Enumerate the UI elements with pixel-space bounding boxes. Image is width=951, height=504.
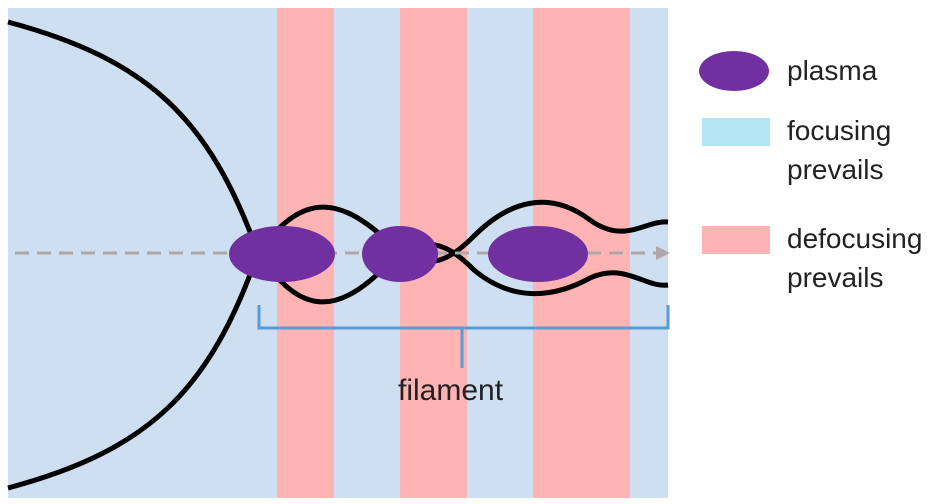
beam-envelope-lower <box>7 252 261 491</box>
legend-focusing-swatch <box>702 118 770 146</box>
beam-envelope-upper <box>7 19 261 254</box>
plasma-blob-3 <box>488 226 588 282</box>
legend-focusing-label-line2: prevails <box>787 154 884 185</box>
filament-label: filament <box>398 374 504 407</box>
plasma-blob-2 <box>362 226 438 282</box>
plasma-blob-1 <box>229 226 335 282</box>
filament-envelope-upper <box>255 199 669 264</box>
legend-defocusing-swatch <box>702 226 770 254</box>
filament-bracket <box>257 305 670 368</box>
legend-focusing-label-line1: focusing <box>787 115 892 146</box>
legend-defocusing-label-line2: prevails <box>787 262 884 293</box>
legend-defocusing-label-line1: defocusing <box>787 223 923 254</box>
legend-plasma-label: plasma <box>787 55 878 86</box>
legend-plasma-swatch <box>699 51 769 91</box>
filament-envelope-lower <box>255 242 669 305</box>
propagation-arrowhead <box>656 246 670 260</box>
